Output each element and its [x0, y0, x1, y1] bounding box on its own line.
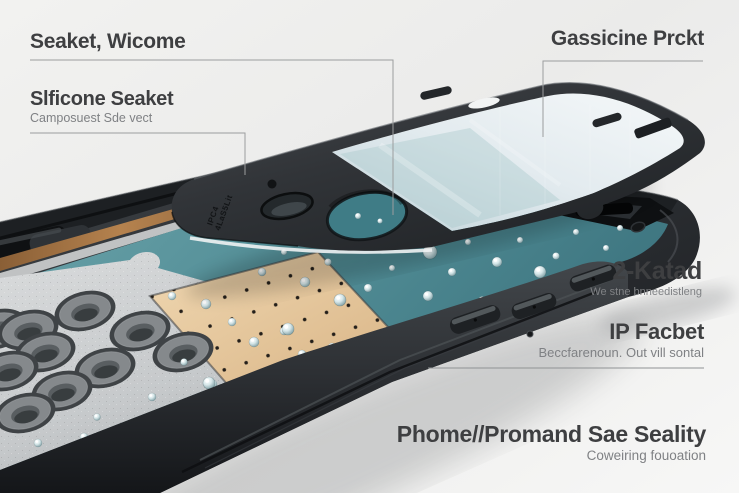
callout-katad-title: 2-Katad — [612, 257, 702, 285]
camera-cutout-small — [260, 191, 314, 221]
callout-phone-seal-subtitle: Coweiring fouoation — [586, 447, 706, 463]
callout-ip-facbet-title: IP Facbet — [609, 319, 704, 344]
side-button-3 — [569, 264, 617, 292]
camera-cutout-large — [325, 189, 409, 242]
rim-emboss-2 — [592, 112, 622, 128]
side-button-1 — [449, 305, 501, 334]
ground-shadow — [37, 287, 737, 493]
side-button-2 — [511, 292, 557, 320]
side-port-hole — [630, 221, 646, 233]
leader-seal-welcome — [30, 59, 394, 215]
rim-emboss-3 — [634, 117, 672, 139]
speaker-slot — [468, 97, 500, 109]
callout-ip-facbet: IP Facbet Beccfarenoun. Out vill sontal — [538, 319, 705, 360]
leader-lines — [30, 59, 704, 369]
mic-hole — [267, 179, 277, 189]
leader-gasket — [542, 60, 703, 137]
callout-seal-welcome-title: Seaket, Wicome — [30, 30, 186, 53]
callout-phone-seal: Phome//Promand Sae Seality Coweiring fou… — [396, 421, 707, 463]
callout-katad-subtitle: We stne bnneedistleng — [590, 286, 702, 298]
top-frame: IPC4 4LaS5Lit — [171, 82, 705, 254]
callout-silicone-seal: Slficone Seaket Camposuest Sde vect — [30, 88, 174, 125]
callout-gasket-pocket: Gassicine Prckt — [550, 27, 704, 51]
callout-silicone-seal-subtitle: Camposuest Sde vect — [30, 110, 153, 125]
callout-silicone-seal-title: Slficone Seaket — [30, 88, 174, 110]
rim-emboss-1 — [420, 86, 452, 100]
frame-glass — [332, 93, 684, 231]
callout-seal-welcome: Seaket, Wicome — [30, 30, 186, 54]
callout-gasket-pocket-title: Gassicine Prckt — [550, 27, 704, 50]
leader-silicone — [30, 132, 246, 175]
callout-katad: 2-Katad We stne bnneedistleng — [590, 258, 702, 299]
callout-ip-facbet-subtitle: Beccfarenoun. Out vill sontal — [538, 344, 704, 360]
callout-phone-seal-title: Phome//Promand Sae Seality — [396, 421, 707, 447]
